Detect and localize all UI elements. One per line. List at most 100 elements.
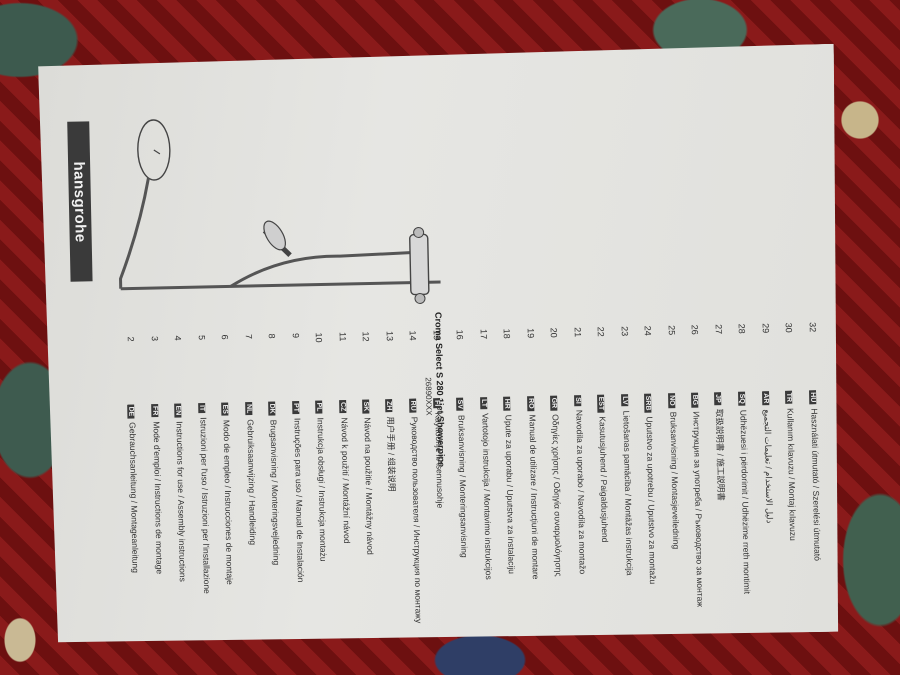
toc-item: NLGebruiksaanwijzing / Handleiding [243,402,258,545]
toc-language-code: BG [691,394,699,406]
toc-language-code: CZ [338,402,346,412]
toc-title: Használati útmutató / Szerelési útmutató [808,408,823,562]
toc-item: RO Manual de utilizare / Instrucțiuni de … [525,396,541,580]
toc-page-number: 32 [807,322,818,333]
toc-title: دليل الاستخدام / تعليمات التجميع [761,409,775,524]
toc-language-code: FI [432,400,440,407]
toc-item: RU Руководство пользователя / Инструкция … [407,398,424,623]
toc-language-code: ZH [384,401,392,411]
toc-title: Návod k použití / Montážní návod [338,417,352,544]
toc-language-code: RO [526,398,534,409]
toc-language-code: JP [713,394,721,403]
toc-title: Návod na použitie / Montážny návod [362,417,376,555]
toc-page-number: 9 [290,332,301,339]
toc-item: GR Οδηγίες χρήσης / Οδηγία συναρμολόγησης [548,396,564,577]
toc-item: SRB Uputstvo za upotrebu / Uputstvo za mo… [642,394,658,585]
toc-item: JP 取扱説明書 / 施工説明書 [713,392,727,501]
toc-language-code: ES [221,404,229,414]
toc-item: BG Инструкция за употреба / Ръководство з… [689,393,705,608]
toc-title: Udhëzuesi i përdorimit / Udhëzime rreth … [738,409,753,595]
toc-title: Istruzioni per l'uso / Istruzioni per l'… [197,417,212,594]
toc-page-number: 21 [572,327,583,338]
toc-title: Manual de utilizare / Instrucțiuni de mo… [526,414,541,580]
toc-page-number: 2 [125,336,136,342]
toc-page-number: 12 [360,331,371,342]
toc-item: TRKullanım kılavuzu / Montaj kılavuzu [783,391,798,541]
toc-language-code: SI [573,397,581,404]
toc-language-code: RU [409,400,417,411]
toc-page-number: 17 [478,329,489,340]
toc-title: 取扱説明書 / 施工説明書 [713,408,726,501]
toc-item: FR Mode d'emploi / Instructions de montag… [149,404,165,574]
overhead-shower-icon [137,120,170,181]
toc-title: Upute za uporabu / Uputstva za instalaci… [503,414,517,575]
toc-page-number: 30 [783,322,794,333]
riser-pipe-icon [118,178,150,289]
toc-page-number: 14 [407,330,418,341]
toc-language-code: DK [268,403,276,414]
toc-title: Lietošanas pamācība / Montāžas instrukci… [620,410,635,576]
toc-language-code: SQ [738,393,746,404]
toc-page-number: 13 [384,330,395,342]
toc-item: DK Brugsanvisning / Monteringsvejledning [266,401,281,565]
toc-page-number: 11 [337,331,348,342]
toc-title: Uputstvo za upotrebu / Uputstvo za monta… [644,416,659,585]
toc-title: Vartotojo instrukcija / Montavimo instru… [479,413,494,580]
toc-item: HU Használati útmutató / Szerelési útmuta… [807,390,823,561]
toc-language-code: AR [761,393,769,404]
toc-language-code: FR [150,405,158,416]
toc-page-number: 24 [642,325,653,336]
toc-language-code: LT [479,399,487,408]
toc-page-number: 19 [525,328,536,339]
toc-language-code: PL [315,402,323,412]
toc-title: Οδηγίες χρήσης / Οδηγία συναρμολόγησης [550,414,564,577]
toc-page-number: 23 [619,326,630,337]
toc-item: AR دليل الاستخدام / تعليمات التجميع [760,391,775,523]
toc-language-code: HU [808,392,816,403]
brand-logo: hansgrohe [67,121,92,281]
toc-language-code: GR [550,397,558,409]
toc-title: Gebruiksaanwijzing / Handleiding [244,419,258,546]
toc-page-number: 27 [713,324,724,335]
toc-page-number: 4 [172,335,183,341]
toc-title: Bruksanvisning / Monteringsanvisning [456,414,470,558]
toc-item: ENInstructions for use / Assembly instru… [172,403,188,582]
toc-item: SK Návod na použitie / Montážny návod [360,399,375,554]
toc-item: ZH 用户手册 / 组装说明 [384,399,398,492]
toc-page-number: 6 [219,334,230,340]
toc-title: Mode d'emploi / Instructions de montage [151,421,165,575]
toc-page-number: 29 [760,323,771,334]
toc-language-code: EN [174,405,182,416]
toc-title: Инструкция за употреба / Ръководство за … [691,411,706,608]
toc-page-number: 28 [736,323,747,334]
toc-item: NOBruksanvisning / Montasjeveiledning [666,393,681,549]
toc-item: SVBruksanvisning / Monteringsanvisning [454,398,469,558]
toc-page-number: 26 [689,324,700,335]
toc-language-code: EST [597,396,605,411]
toc-language-code: PT [291,403,299,413]
toc-language-code: LV [620,396,628,405]
toc-page-number: 16 [454,329,465,340]
toc-language-code: IT [197,404,205,412]
toc-item: PLInstrukcja obsługi / Instrukcja montaż… [313,400,328,561]
toc-language-code: SK [362,401,370,412]
toc-item: HRUpute za uporabu / Uputstva za instala… [501,397,517,575]
toc-item: PTInstruções para uso / Manual de Instal… [290,401,306,583]
showerpipe-illustration [107,102,441,319]
toc-item: SINavodila za uporabo / Navodila za mont… [572,395,588,574]
toc-page-number: 18 [501,328,512,339]
toc-page-number: 8 [266,333,277,339]
toc-item: SQ Udhëzuesi i përdorimit / Udhëzime rret… [736,392,752,595]
toc-title: Brugsanvisning / Monteringsvejledning [268,419,282,566]
toc-page-number: 20 [548,327,559,338]
toc-title: Руководство пользователя / Инструкция по… [409,416,424,624]
toc-item: LT Vartotojo instrukcija / Montavimo inst… [478,397,494,580]
toc-page-number: 15 [431,330,442,341]
toc-language-code: SRB [644,395,652,411]
toc-page-number: 10 [313,332,324,343]
toc-page-number: 22 [595,326,606,337]
toc-title: 用户手册 / 组装说明 [384,416,397,492]
toc-item: CZ Návod k použití / Montážní návod [337,400,352,544]
toc-title: Kullanım kılavuzu / Montaj kılavuzu [785,407,799,541]
toc-language-code: NO [667,395,675,406]
